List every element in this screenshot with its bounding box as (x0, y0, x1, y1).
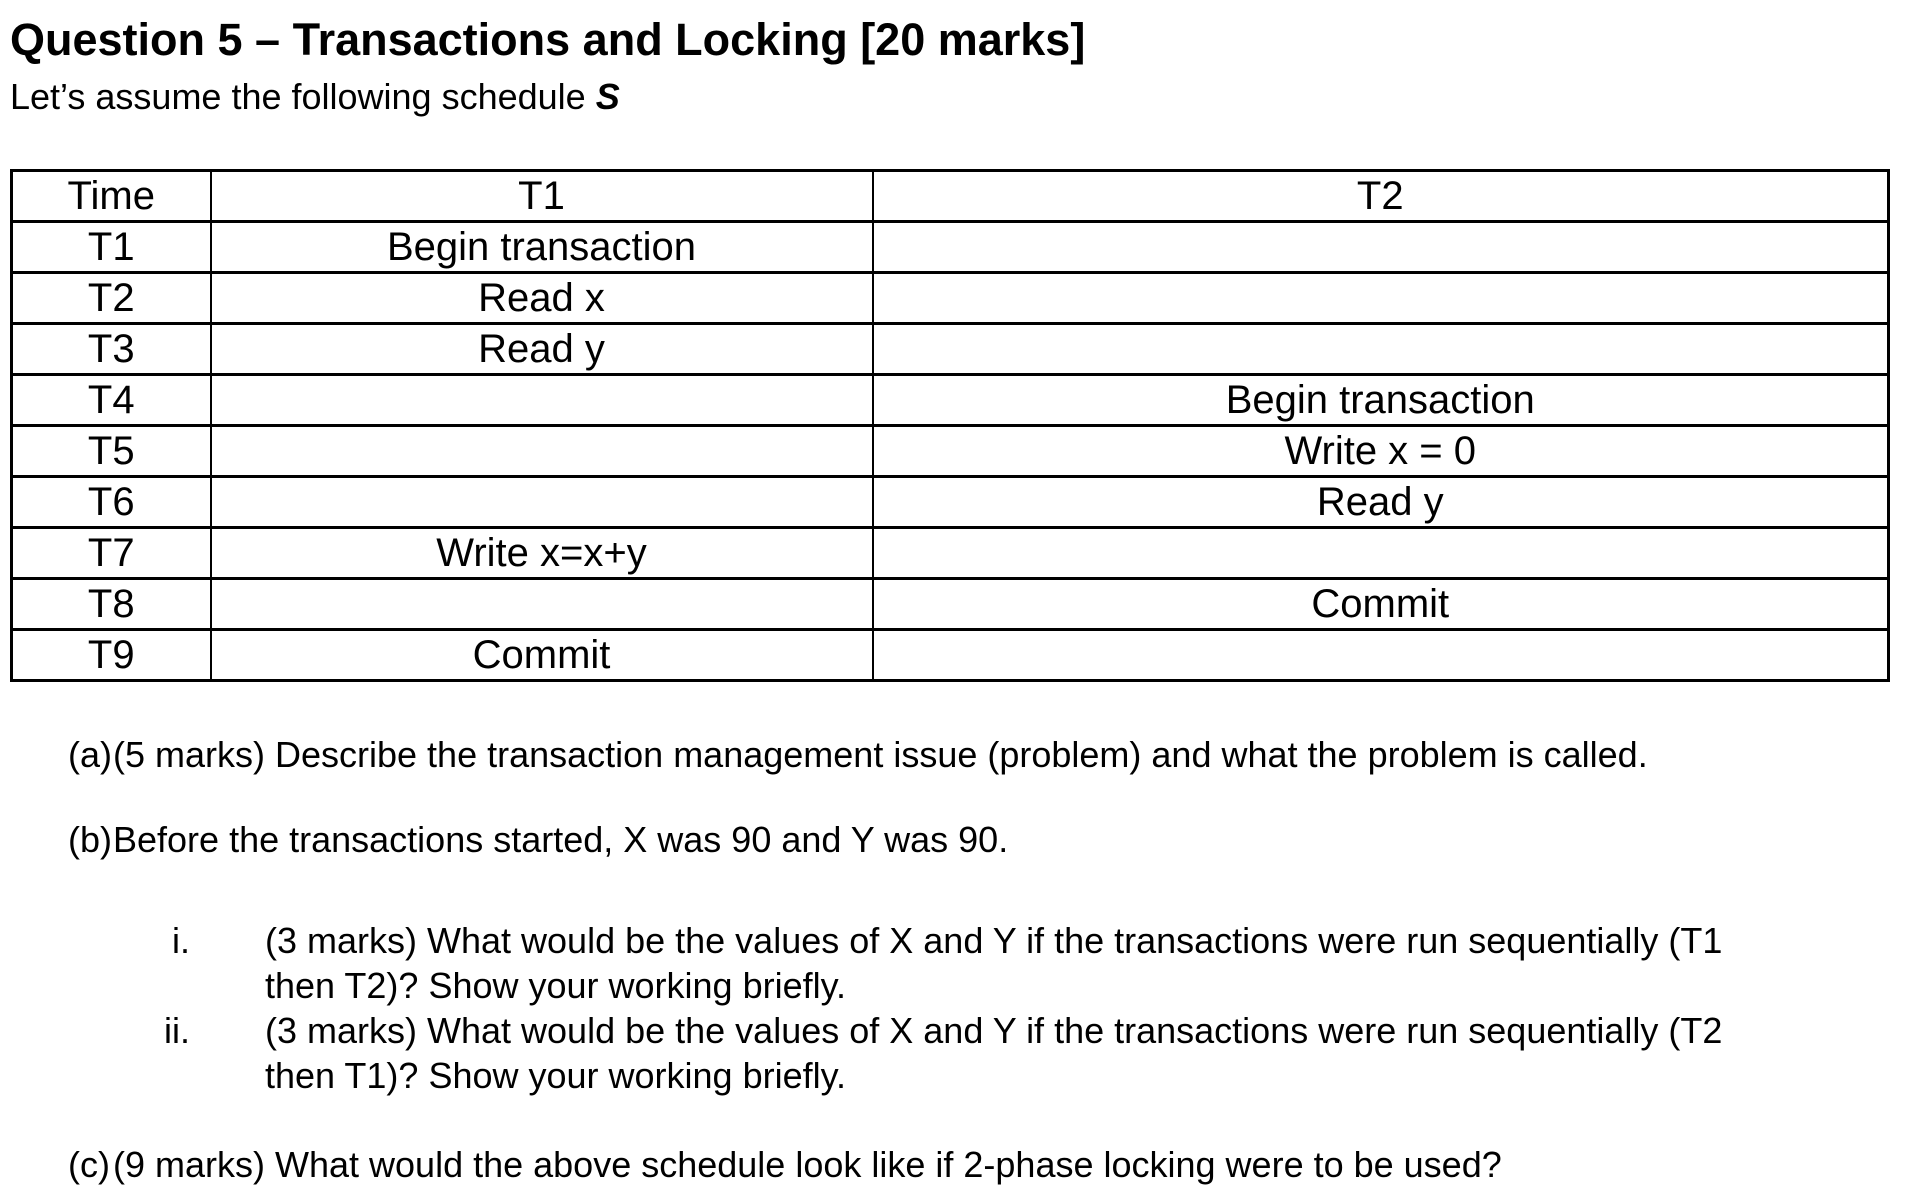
question-b: (b) Before the transactions started, X w… (68, 817, 1922, 862)
subitem-i-label: i. (172, 920, 190, 961)
t1-cell: Commit (209, 628, 874, 682)
t2-cell (871, 322, 1890, 376)
subitem-i-line2: then T2)? Show your working briefly. (265, 965, 846, 1006)
table-row: T8 Commit (10, 577, 1890, 631)
question-a: (a) (5 marks) Describe the transaction m… (68, 732, 1922, 777)
time-cell: T4 (10, 373, 212, 427)
t2-cell (871, 220, 1890, 274)
time-cell: T2 (10, 271, 212, 325)
subitem-ii: ii. (3 marks) What would be the values o… (68, 1008, 1922, 1098)
schedule-intro: Let’s assume the following schedule S (10, 76, 1922, 117)
t1-cell (209, 424, 874, 478)
table-row: T3 Read y (10, 322, 1890, 376)
subitem-ii-line2: then T1)? Show your working briefly. (265, 1055, 846, 1096)
t2-cell: Read y (871, 475, 1890, 529)
t2-cell (871, 271, 1890, 325)
t2-cell (871, 526, 1890, 580)
schedule-table: Time T1 T2 T1 Begin transaction T2 Read … (10, 169, 1890, 682)
time-cell: T6 (10, 475, 212, 529)
table-row: T5 Write x = 0 (10, 424, 1890, 478)
table-row: T7 Write x=x+y (10, 526, 1890, 580)
question-title: Question 5 – Transactions and Locking [2… (10, 14, 1086, 65)
question-a-label: (a) (68, 734, 112, 775)
subitem-ii-text: (3 marks) What would be the values of X … (265, 1008, 1722, 1098)
t1-cell (209, 577, 874, 631)
subitem-i-line1: (3 marks) What would be the values of X … (265, 920, 1723, 961)
subitem-ii-label: ii. (164, 1010, 190, 1051)
question-list: (a) (5 marks) Describe the transaction m… (68, 732, 1922, 1187)
time-cell: T1 (10, 220, 212, 274)
schedule-name: S (595, 76, 620, 117)
table-row: T4 Begin transaction (10, 373, 1890, 427)
t1-cell: Begin transaction (209, 220, 874, 274)
question-b-label: (b) (68, 819, 112, 860)
schedule-intro-text: Let’s assume the following schedule (10, 76, 596, 117)
table-row: T2 Read x (10, 271, 1890, 325)
t1-cell: Write x=x+y (209, 526, 874, 580)
column-header-t2: T2 (871, 169, 1890, 223)
question-a-text: (5 marks) Describe the transaction manag… (113, 734, 1648, 775)
time-cell: T8 (10, 577, 212, 631)
time-cell: T9 (10, 628, 212, 682)
subitem-i: i. (3 marks) What would be the values of… (68, 918, 1922, 1008)
t1-cell (209, 373, 874, 427)
t2-cell: Write x = 0 (871, 424, 1890, 478)
t2-cell: Begin transaction (871, 373, 1890, 427)
t1-cell: Read y (209, 322, 874, 376)
t1-cell (209, 475, 874, 529)
question-c-text: (9 marks) What would the above schedule … (113, 1144, 1502, 1185)
table-header-row: Time T1 T2 (10, 169, 1890, 223)
subitem-ii-line1: (3 marks) What would be the values of X … (265, 1010, 1723, 1051)
question-b-subitems: i. (3 marks) What would be the values of… (68, 918, 1922, 1098)
t2-cell: Commit (871, 577, 1890, 631)
time-cell: T3 (10, 322, 212, 376)
question-b-text: Before the transactions started, X was 9… (113, 819, 1009, 860)
table-row: T9 Commit (10, 628, 1890, 682)
question-c: (c) (9 marks) What would the above sched… (68, 1142, 1922, 1187)
table-row: T6 Read y (10, 475, 1890, 529)
column-header-t1: T1 (209, 169, 874, 223)
subitem-i-text: (3 marks) What would be the values of X … (265, 918, 1722, 1008)
time-cell: T7 (10, 526, 212, 580)
t2-cell (871, 628, 1890, 682)
table-row: T1 Begin transaction (10, 220, 1890, 274)
t1-cell: Read x (209, 271, 874, 325)
question-c-label: (c) (68, 1144, 110, 1185)
time-cell: T5 (10, 424, 212, 478)
column-header-time: Time (10, 169, 212, 223)
